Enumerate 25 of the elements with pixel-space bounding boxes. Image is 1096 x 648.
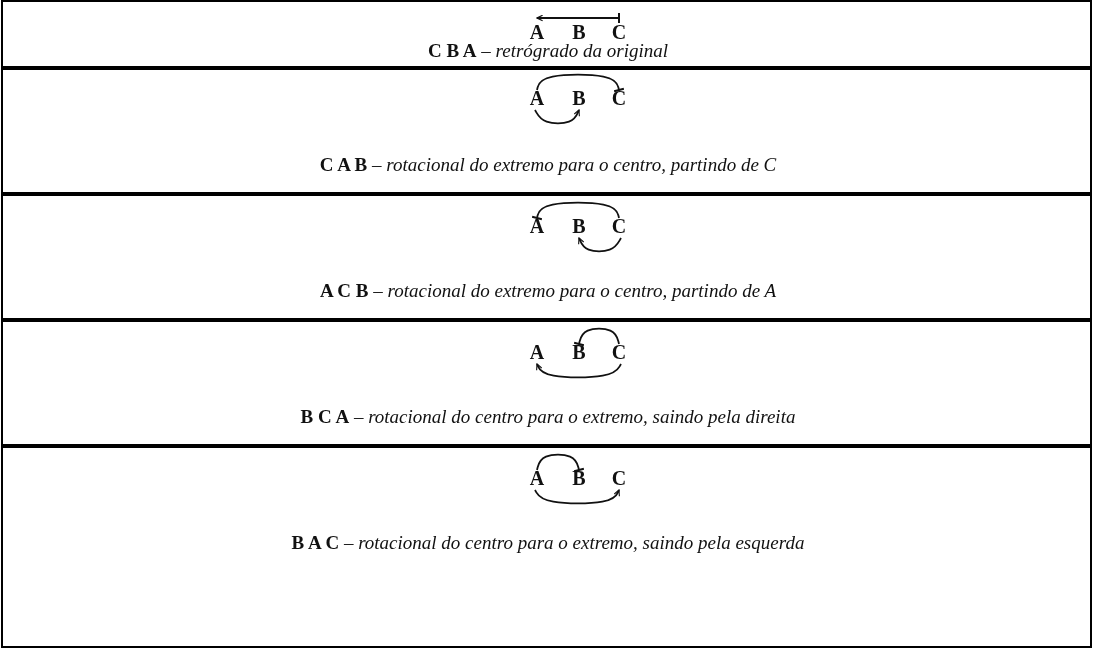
arrow xyxy=(534,489,620,505)
note-letter: A xyxy=(528,22,546,42)
arrow xyxy=(536,363,622,379)
note-letter: C xyxy=(610,22,628,42)
caption-text: A C B – rotacional do extremo para o centro, partindo de A xyxy=(319,280,777,301)
note-letter: B xyxy=(570,216,588,236)
note-letter: B xyxy=(570,22,588,42)
caption-text: C A B – rotacional do extremo para o centro, partindo de C xyxy=(319,154,777,175)
note-letter: C xyxy=(610,468,628,488)
note-letter: C xyxy=(610,216,628,236)
note-letter: A xyxy=(528,342,546,362)
caption-text: B A C – rotacional do centro para o extremo, saindo pela esquerda xyxy=(291,532,805,553)
note-letter: A xyxy=(528,216,546,236)
note-letter: C xyxy=(610,88,628,108)
note-letter: B xyxy=(570,88,588,108)
note-letter: A xyxy=(528,88,546,108)
note-letter: B xyxy=(570,342,588,362)
caption-text: C B A – retrógrado da original xyxy=(428,40,668,61)
arrow xyxy=(536,12,620,24)
note-letter: A xyxy=(528,468,546,488)
arrow xyxy=(578,237,622,253)
arrow xyxy=(534,109,580,125)
note-letter: C xyxy=(610,342,628,362)
note-letter: B xyxy=(570,468,588,488)
caption-text: B C A – rotacional do centro para o extremo, saindo pela direita xyxy=(300,406,796,427)
